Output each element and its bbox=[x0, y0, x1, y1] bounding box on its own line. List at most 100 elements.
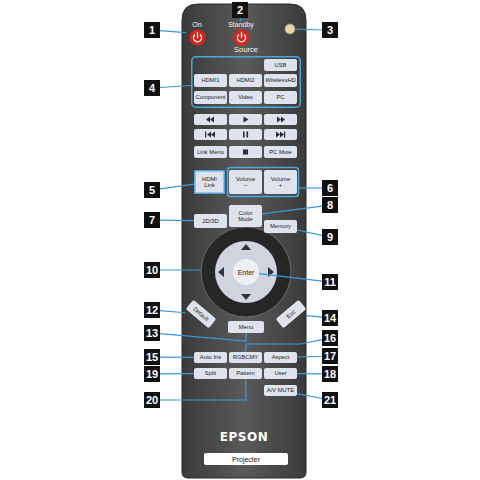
leader-line bbox=[297, 356, 322, 358]
remote-button: A/V MUTE bbox=[264, 385, 297, 396]
direction-ring bbox=[201, 227, 291, 317]
button-cap bbox=[189, 30, 205, 46]
leader-line bbox=[160, 269, 201, 270]
callout-text: 19 bbox=[146, 368, 158, 380]
media-button bbox=[194, 114, 227, 125]
leader-line bbox=[160, 311, 186, 313]
callout-text: 15 bbox=[146, 351, 158, 363]
power-button: Standby bbox=[222, 21, 260, 46]
btn-text: Link Menu bbox=[197, 149, 224, 155]
leader-line bbox=[297, 373, 322, 374]
media-button bbox=[264, 129, 297, 140]
pause-symbol bbox=[243, 132, 248, 138]
media-button bbox=[229, 114, 262, 125]
callout-number: 16 bbox=[322, 330, 338, 346]
btn-text: Video bbox=[238, 94, 253, 100]
remote-button: Menu bbox=[228, 321, 264, 333]
remote-button: User bbox=[264, 368, 297, 379]
remote-button: HDMI Link bbox=[194, 170, 225, 194]
remote-button: Memory bbox=[264, 220, 297, 233]
btn-text: HDMI Link bbox=[202, 176, 217, 188]
remote-button: HDMI1 bbox=[194, 74, 227, 87]
forward-symbol bbox=[277, 117, 285, 123]
callout-number: 1 bbox=[144, 22, 160, 38]
btn-text: HDMI1 bbox=[201, 77, 219, 83]
remote-button: WirelessHD bbox=[264, 74, 297, 87]
leader-line bbox=[160, 379, 246, 400]
btn-text: RGBCMY bbox=[233, 354, 258, 360]
remote-button: Color Mode bbox=[229, 205, 262, 227]
callout-number: 17 bbox=[322, 348, 338, 364]
callout-text: 20 bbox=[146, 394, 158, 406]
btn-text: Aspect bbox=[272, 354, 290, 360]
callout-text: 6 bbox=[327, 182, 333, 194]
power-symbol bbox=[233, 29, 250, 46]
remote-button: Volume − bbox=[229, 170, 262, 194]
power-button: On bbox=[186, 21, 208, 46]
body-text: EPSON bbox=[182, 430, 306, 444]
callout-text: 2 bbox=[237, 4, 243, 16]
callout-number: 7 bbox=[144, 212, 160, 228]
btn-text: Default bbox=[192, 306, 210, 322]
btn-text: User bbox=[274, 370, 286, 376]
callout-text: 10 bbox=[146, 264, 158, 276]
direction-pad bbox=[215, 241, 277, 303]
callout-text: 9 bbox=[327, 231, 333, 243]
remote-body: EPSONOnStandbySourceUSBHDMI1HDMI2Wireles… bbox=[182, 4, 306, 480]
callout-number: 14 bbox=[322, 310, 338, 326]
light-sensor bbox=[285, 24, 295, 34]
callout-number: 2 bbox=[232, 2, 248, 18]
callout-number: 12 bbox=[144, 302, 160, 318]
leader-lines bbox=[160, 29, 322, 270]
btn-text: Split bbox=[205, 370, 216, 376]
btn-text: WirelessHD bbox=[265, 77, 296, 83]
leader-line bbox=[297, 394, 322, 399]
leader-line bbox=[160, 356, 194, 357]
remote-button: Aspect bbox=[264, 352, 297, 363]
callout-text: 14 bbox=[324, 312, 336, 324]
media-button bbox=[229, 129, 262, 140]
callout-number: 6 bbox=[322, 180, 338, 196]
btn-text: Menu bbox=[239, 324, 254, 330]
callout-number: 3 bbox=[322, 22, 338, 38]
leader-line bbox=[296, 29, 322, 30]
callout-number: 19 bbox=[144, 366, 160, 382]
callout-text: 4 bbox=[149, 82, 155, 94]
callout-text: 17 bbox=[324, 350, 336, 362]
power-icon bbox=[193, 32, 201, 41]
callout-number: 20 bbox=[144, 392, 160, 408]
callout-number: 4 bbox=[144, 80, 160, 96]
power-text: Standby bbox=[228, 21, 254, 29]
btn-text: USB bbox=[275, 62, 287, 68]
power-symbol bbox=[189, 29, 206, 46]
callout-number: 9 bbox=[322, 229, 338, 245]
btn-text: Component bbox=[196, 94, 226, 100]
leader-line bbox=[299, 187, 322, 188]
callout-text: 3 bbox=[327, 24, 333, 36]
leader-line bbox=[160, 373, 194, 374]
callout-text: 13 bbox=[146, 327, 158, 339]
remote-button: Link Menu bbox=[194, 146, 227, 158]
btn-text: PC Mute bbox=[269, 149, 292, 155]
leader-line bbox=[246, 340, 322, 352]
remote-housing bbox=[182, 4, 306, 478]
leader-line bbox=[262, 206, 322, 214]
callout-text: 5 bbox=[149, 184, 155, 196]
remote-button: RGBCMY bbox=[229, 352, 262, 363]
enter-text: Enter bbox=[238, 269, 255, 276]
leader-line bbox=[297, 230, 322, 235]
remote-button: Component bbox=[194, 91, 227, 104]
power-icon bbox=[237, 32, 245, 41]
remote-button: PC Mute bbox=[264, 146, 297, 158]
callout-number: 21 bbox=[322, 392, 338, 408]
direction-arrows bbox=[218, 244, 274, 300]
play-symbol bbox=[244, 117, 249, 123]
leader-line bbox=[160, 86, 191, 88]
remote-button: PC bbox=[264, 91, 297, 104]
callout-text: 18 bbox=[324, 368, 336, 380]
callout-number: 15 bbox=[144, 349, 160, 365]
remote-button: 2D/3D bbox=[194, 214, 227, 228]
